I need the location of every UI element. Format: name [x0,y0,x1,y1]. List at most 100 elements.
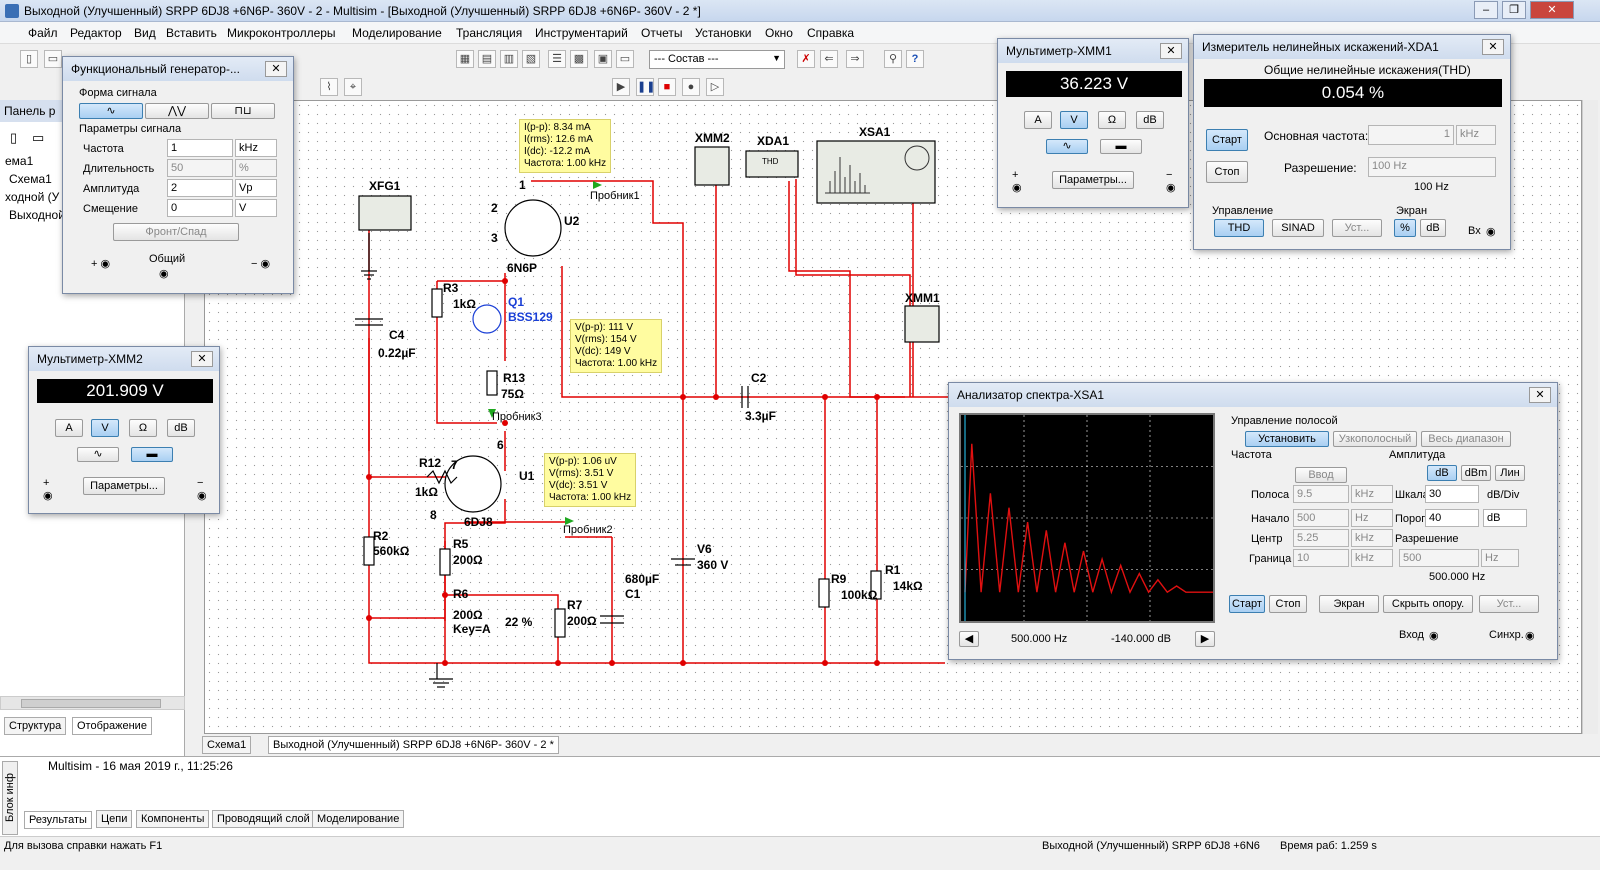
tab-current-design[interactable]: Выходной (Улучшенный) SRPP 6DJ8 +6N6P- 3… [268,736,559,754]
resolution-select[interactable]: 100 Hz [1368,157,1496,177]
stop-icon[interactable]: ■ [658,78,676,96]
frequency-unit[interactable]: kHz [235,139,277,157]
tab-nets[interactable]: Цепи [96,810,133,828]
enter-button[interactable]: Ввод [1295,467,1347,483]
fund-freq-unit[interactable]: kHz [1456,125,1496,145]
xmm1-titlebar[interactable]: Мультиметр-XMM1 [998,39,1188,63]
close-icon[interactable]: ✕ [265,61,287,77]
tree-item[interactable]: ходной (У [5,190,60,204]
db-button[interactable]: dB [1136,111,1164,129]
xmm2-titlebar[interactable]: Мультиметр-XMM2 [29,347,219,371]
new-file-icon[interactable]: ▯ [20,50,38,68]
menu-file[interactable]: Файл [28,26,58,40]
db-button[interactable]: dB [167,419,195,437]
menu-window[interactable]: Окно [765,26,793,40]
plus-terminal[interactable]: +◉ [43,477,53,502]
spectrum-display[interactable] [959,413,1215,623]
ohmmeter-button[interactable]: Ω [1098,111,1126,129]
step-icon[interactable]: ▷ [706,78,724,96]
input-terminal[interactable]: ◉ [1486,226,1496,238]
close-icon[interactable]: ✕ [1482,39,1504,55]
voltmeter-button[interactable]: V [91,419,119,437]
xda1-titlebar[interactable]: Измеритель нелинейных искажений-XDA1 [1194,35,1510,59]
end-freq-unit[interactable]: kHz [1351,549,1393,567]
ac-mode-button[interactable]: ∿ [77,447,119,462]
tab-components[interactable]: Компоненты [136,810,210,828]
probe-tool-icon[interactable]: ● [682,78,700,96]
threshold-field[interactable]: 40 [1425,509,1479,527]
span-unit[interactable]: kHz [1351,485,1393,503]
lin-scale-button[interactable]: Лин [1495,465,1525,481]
amplitude-field[interactable]: 2 [167,179,233,197]
spreadsheet-icon[interactable]: ▩ [570,50,588,68]
tree-item[interactable]: Схема1 [9,172,52,186]
menu-help[interactable]: Справка [807,26,855,40]
amplitude-unit[interactable]: Vp [235,179,277,197]
span-field[interactable]: 9.5 [1293,485,1349,503]
menu-reports[interactable]: Отчеты [641,26,683,40]
xsa1-stop-button[interactable]: Стоп [1269,595,1307,613]
hide-ref-button[interactable]: Скрыть опору. [1383,595,1473,613]
fund-freq-field[interactable]: 1 [1368,125,1454,145]
h-scrollbar[interactable] [0,696,185,710]
voltmeter-button[interactable]: V [1060,111,1088,129]
sine-wave-button[interactable]: ∿ [79,103,143,119]
minimize-button[interactable]: ‒ [1474,1,1498,19]
scale-field[interactable]: 30 [1425,485,1479,503]
dbm-scale-button[interactable]: dBm [1461,465,1491,481]
erc-icon[interactable]: ✗ [797,50,815,68]
plus-terminal[interactable]: +◉ [1012,169,1022,194]
start-freq-field[interactable]: 500 [1293,509,1349,527]
scroll-thumb[interactable] [21,699,161,708]
help-icon[interactable]: ? [906,50,924,68]
zoom-icon[interactable]: ⚲ [884,50,902,68]
ammeter-button[interactable]: A [55,419,83,437]
xsa1-settings-button[interactable]: Уст... [1479,595,1539,613]
menu-insert[interactable]: Вставить [166,26,217,40]
component-icon[interactable]: ▦ [456,50,474,68]
threshold-unit[interactable]: dB [1483,509,1527,527]
res-field[interactable]: 500 [1399,549,1479,567]
offset-field[interactable]: 0 [167,199,233,217]
play-icon[interactable]: ▶ [612,78,630,96]
forward-annotate-icon[interactable]: ⇒ [846,50,864,68]
new-doc-icon[interactable]: ▯ [10,130,18,145]
set-span-button[interactable]: Установить [1245,431,1329,447]
list-icon[interactable]: ☰ [548,50,566,68]
chart-icon[interactable]: ▧ [522,50,540,68]
triangle-wave-button[interactable]: ⋀⋁ [145,103,209,119]
menu-view[interactable]: Вид [134,26,156,40]
dc-mode-button[interactable]: ▬ [1100,139,1142,154]
tab-copper[interactable]: Проводящий слой [212,810,315,828]
wire-tool-icon[interactable]: ⌇ [320,78,338,96]
xda1-settings-button[interactable]: Уст... [1332,219,1382,237]
center-freq-unit[interactable]: kHz [1351,529,1393,547]
menu-options[interactable]: Установки [695,26,752,40]
menu-mcu[interactable]: Микроконтроллеры [227,26,336,40]
menu-simulate[interactable]: Моделирование [352,26,442,40]
zero-span-button[interactable]: Узкополосный [1333,431,1417,447]
junction-tool-icon[interactable]: ⌖ [344,78,362,96]
close-icon[interactable]: ✕ [191,351,213,367]
thd-button[interactable]: THD [1214,219,1264,237]
percent-button[interactable]: % [1394,219,1416,237]
tab-visibility[interactable]: Отображение [72,717,152,735]
db-button[interactable]: dB [1420,219,1446,237]
grapher-icon[interactable]: ▤ [478,50,496,68]
sinad-button[interactable]: SINAD [1272,219,1324,237]
open-folder-icon[interactable]: ▭ [44,50,62,68]
dc-mode-button[interactable]: ▬ [131,447,173,462]
duty-field[interactable]: 50 [167,159,233,177]
cursor-right-button[interactable]: ▶ [1195,631,1215,647]
offset-unit[interactable]: V [235,199,277,217]
xsa1-start-button[interactable]: Старт [1229,595,1265,613]
canvas-v-scrollbar[interactable] [1582,100,1598,734]
db-scale-button[interactable]: dB [1427,465,1457,481]
close-button[interactable]: ✕ [1530,1,1574,19]
fg-titlebar[interactable]: Функциональный генератор-... [63,57,293,81]
maximize-button[interactable]: ❐ [1502,1,1526,19]
minus-terminal[interactable]: −◉ [197,477,207,502]
plus-terminal[interactable]: + ◉ [91,258,111,270]
tab-simulation[interactable]: Моделирование [312,810,405,828]
menu-edit[interactable]: Редактор [70,26,122,40]
